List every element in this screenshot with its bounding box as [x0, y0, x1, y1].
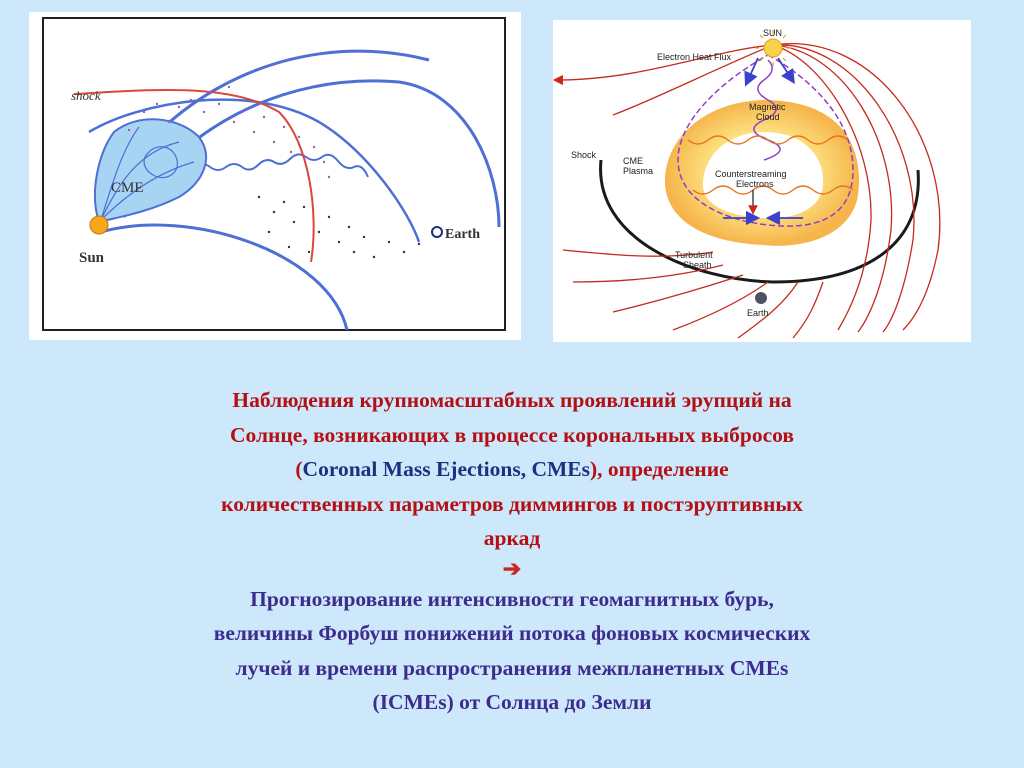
shock-arc	[599, 159, 920, 284]
magnetic-cloud-loop	[677, 54, 854, 227]
paren-open: (	[295, 457, 303, 481]
acronym-cmes: CMEs	[531, 457, 591, 481]
cme-inner-line	[100, 161, 195, 221]
caption-line: величины Форбуш понижений потока фоновых…	[213, 621, 811, 645]
cme-plasma-label-1: CME	[623, 156, 643, 166]
electron-heat-flux-label: Electron Heat Flux	[657, 52, 732, 62]
earth-icon	[431, 226, 443, 238]
magnetic-cloud-svg: SUN Electron Heat Flux Magnetic Cloud Sh…	[553, 28, 941, 339]
caption-line: аркад	[483, 526, 541, 550]
caption-line: Прогнозирование интенсивности геомагнитн…	[250, 586, 774, 611]
caption-line-acronym: (Coronal Mass Ejections, CMEs), определе…	[100, 452, 924, 487]
caption-line3-tail: ), определение	[590, 457, 729, 481]
helix-horizontal-2	[692, 185, 854, 195]
cme-plasma-label-2: Plasma	[623, 166, 653, 176]
caption-line: количественных параметров диммингов и по…	[221, 491, 803, 516]
cme-diagram-svg: shock CME Sun Earth	[42, 17, 506, 331]
sun-icon	[89, 215, 109, 235]
shock-label: shock	[71, 88, 101, 103]
field-lines	[553, 43, 941, 339]
sun-icon	[763, 38, 783, 58]
magnetic-cloud-diagram: SUN Electron Heat Flux Magnetic Cloud Sh…	[553, 20, 971, 342]
cme-label: CME	[111, 180, 144, 196]
wavy-field-line	[193, 153, 369, 178]
electron-arrow	[777, 57, 795, 85]
turbulent-sheath-label-2: Sheath	[683, 260, 712, 270]
acronym-letter-e: E	[435, 457, 451, 481]
helix-horizontal	[687, 135, 849, 145]
counterstreaming-label-2: Electrons	[736, 179, 774, 189]
counterstreaming-label-1: Counterstreaming	[715, 169, 787, 179]
sun-rays	[755, 30, 791, 66]
acronym-word-ejections: jections,	[450, 457, 532, 481]
acronym-word-coronal: oronal	[318, 457, 383, 481]
particles	[127, 85, 331, 179]
caption-line: лучей и времени распространения межплане…	[235, 655, 789, 680]
cme-inner-line	[100, 126, 140, 221]
turbulent-sheath-label-1: Turbulent	[675, 250, 713, 260]
caption-line: (ICMEs) от Солнца до Земли	[372, 690, 652, 714]
particles-dark	[257, 195, 421, 259]
field-line	[100, 223, 349, 331]
shock-label: Shock	[571, 150, 597, 160]
earth-label: Earth	[747, 308, 769, 318]
magnetic-cloud-label-1: Magnetic	[749, 102, 786, 112]
acronym-letter-c: C	[302, 457, 319, 481]
slide-caption: Наблюдения крупномасштабных проявлений э…	[100, 383, 924, 720]
caption-line: Солнце, возникающих в процессе корональн…	[229, 422, 795, 447]
cme-propagation-diagram: shock CME Sun Earth	[29, 12, 521, 340]
electron-arrow	[744, 57, 759, 87]
acronym-letter-m: M	[382, 457, 404, 481]
sun-label: SUN	[763, 28, 782, 38]
caption-line: Наблюдения крупномасштабных проявлений э…	[232, 388, 792, 412]
magnetic-cloud-label-2: Cloud	[756, 112, 780, 122]
cme-loop	[143, 146, 178, 179]
earth-icon	[755, 292, 767, 304]
arrow-right-icon: ➔	[502, 555, 522, 581]
acronym-word-mass: ass	[403, 457, 436, 481]
field-line	[88, 98, 421, 243]
earth-label: Earth	[445, 227, 480, 242]
cme-bubble	[93, 118, 208, 224]
sun-label: Sun	[79, 250, 105, 266]
cme-inner-line	[100, 141, 180, 221]
shock-front	[73, 88, 315, 263]
